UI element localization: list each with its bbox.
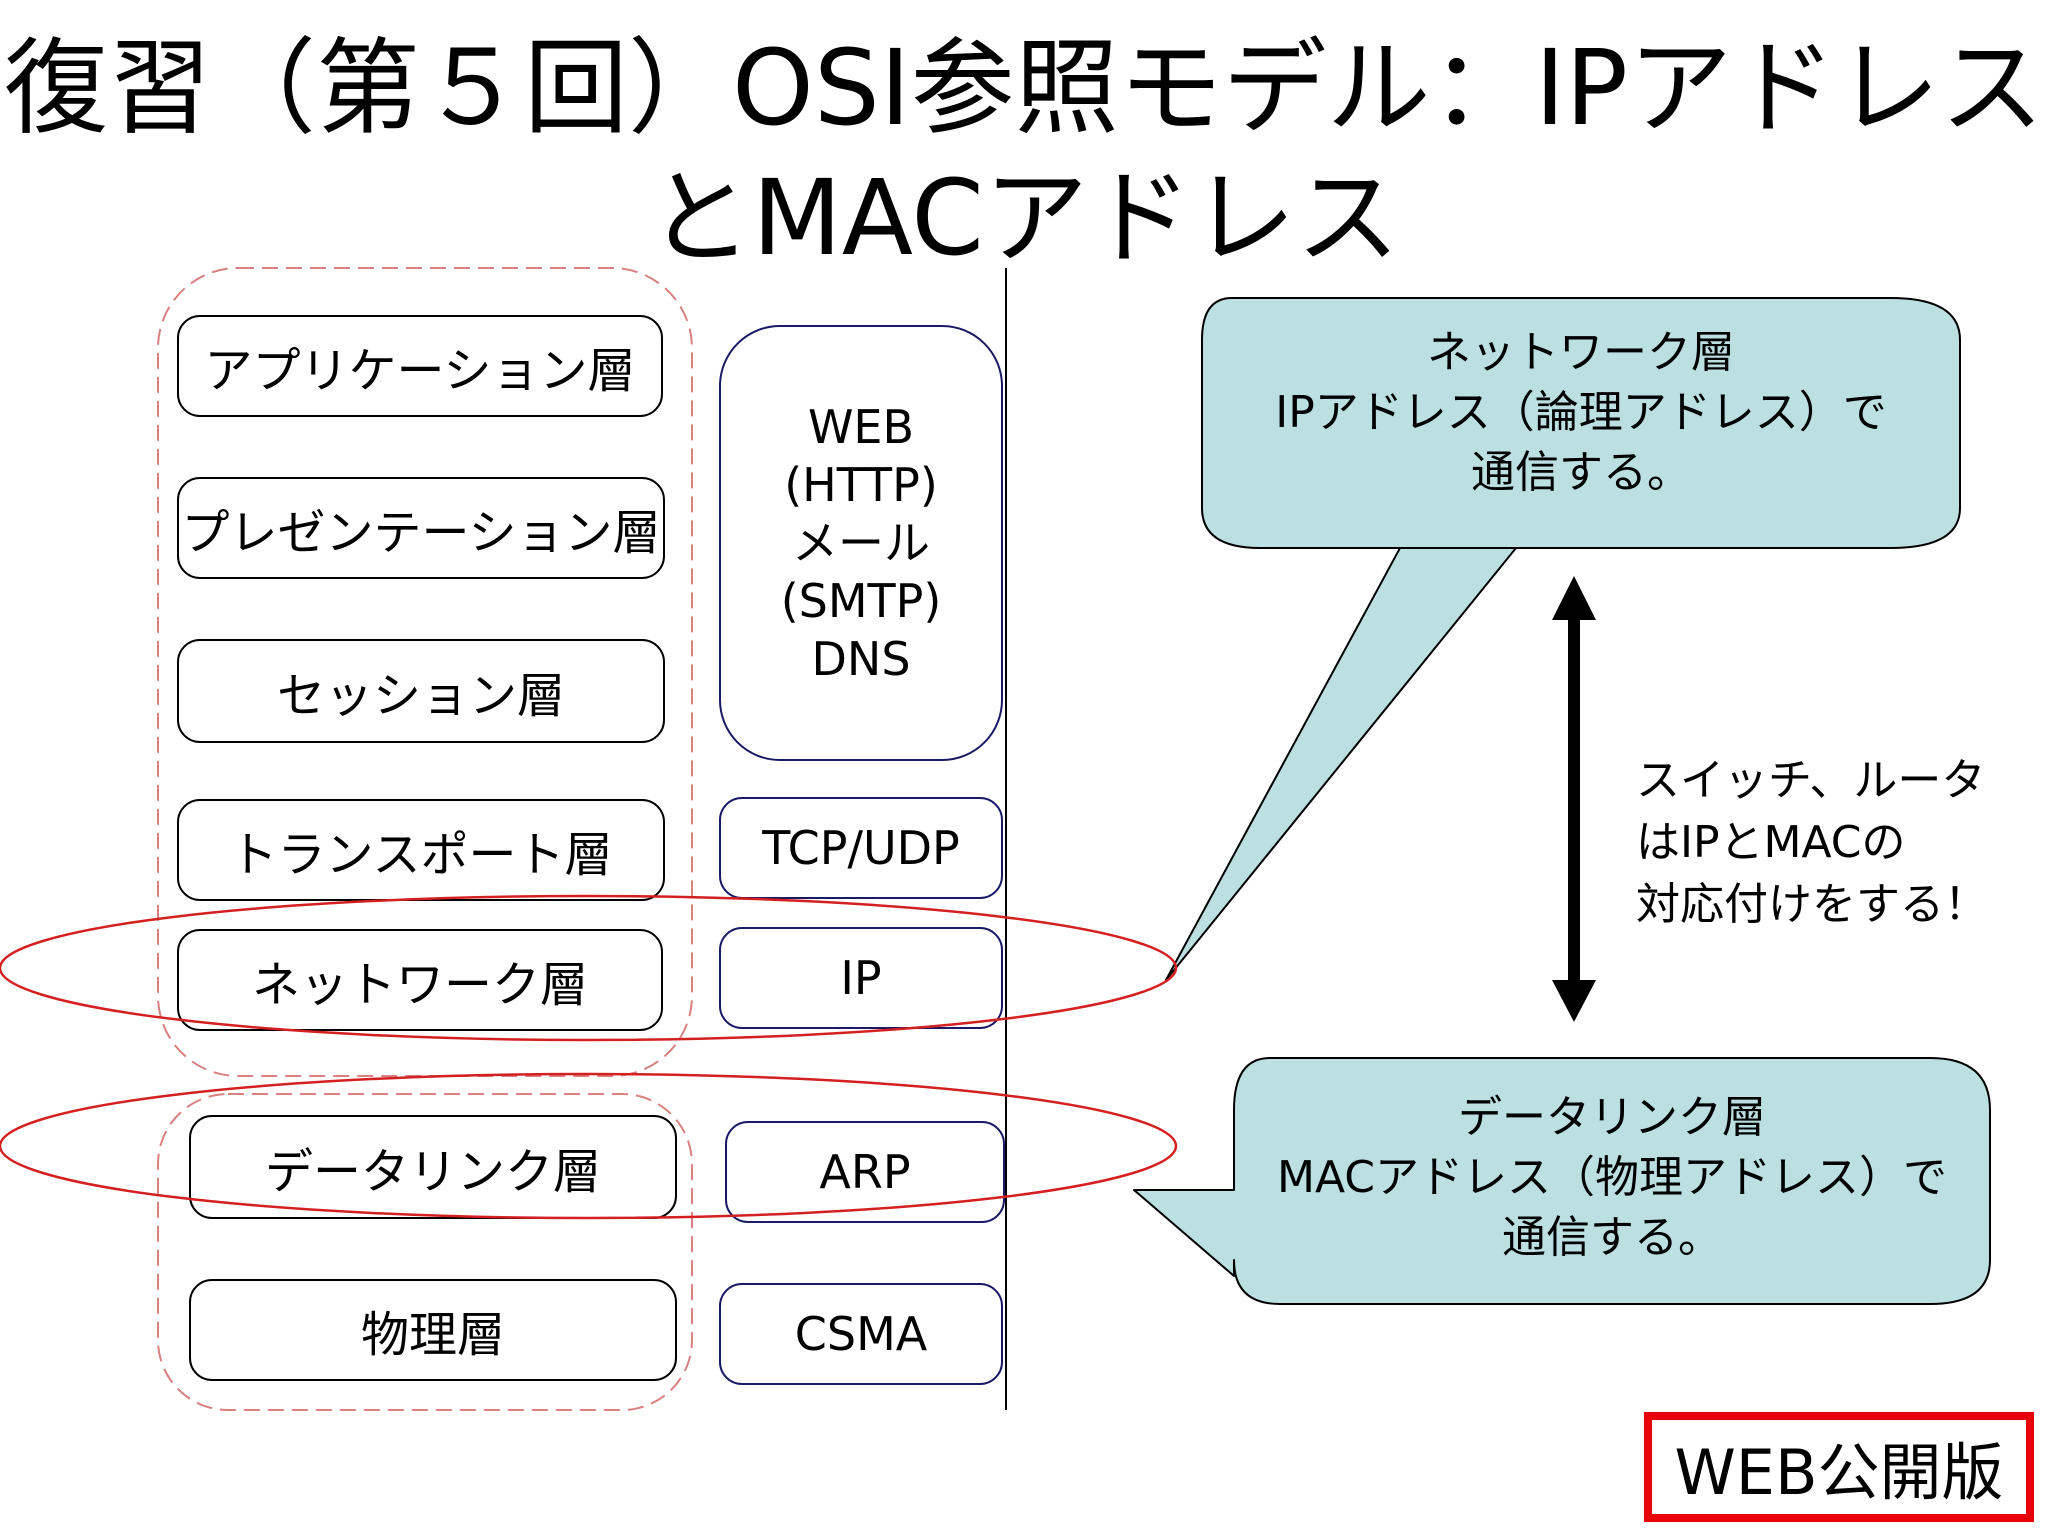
arrow-up-head-icon [1552,576,1596,620]
proto-upper-stack: WEB (HTTP) メール (SMTP) DNS [720,326,1002,760]
proto-box-transport [719,797,1003,899]
arrow-down-head-icon [1552,980,1596,1022]
proto-upper-line: DNS [811,632,911,686]
proto-label-physical: CSMA [794,1307,928,1361]
layer-box-application [177,315,663,417]
callout-network-line: IPアドレス（論理アドレス）で [1275,387,1887,438]
highlight-network-ellipse [0,894,1178,1042]
note-line: スイッチ、ルータ [1636,755,1986,806]
layer-label-transport: トランスポート層 [229,827,613,883]
layer-label-application: アプリケーション層 [204,343,636,399]
note-line: はIPとMACの [1636,817,1906,868]
lower-layers-group [157,1093,693,1411]
note-line: 対応付けをする！ [1636,879,1988,930]
proto-box-upper [719,325,1003,761]
layer-box-presentation [177,477,665,579]
web-public-badge: WEB公開版 [1644,1412,2034,1522]
proto-box-network [719,927,1003,1029]
layer-box-physical [189,1279,677,1381]
proto-upper-line: メール [792,516,930,570]
switch-router-note: スイッチ、ルータ はIPとMACの 対応付けをする！ [1636,750,1988,936]
layer-box-network [177,929,663,1031]
layer-label-network: ネットワーク層 [251,957,588,1013]
proto-upper-line: WEB [807,400,915,454]
layer-box-datalink [189,1115,677,1219]
callout-network [1165,297,1961,981]
slide-title-line2: とMACアドレス [648,157,1400,279]
callout-datalink-line: 通信する。 [1502,1212,1722,1263]
layer-box-session [177,639,665,743]
proto-box-physical [719,1283,1003,1385]
proto-label-network: IP [840,951,882,1005]
callout-network-text: ネットワーク層 IPアドレス（論理アドレス）で 通信する。 [1202,318,1960,508]
proto-label-datalink: ARP [819,1145,911,1199]
callout-datalink-text: データリンク層 MACアドレス（物理アドレス）で 通信する。 [1234,1078,1990,1278]
upper-layers-group [157,267,693,1077]
highlight-datalink-ellipse [0,1072,1178,1220]
layer-label-physical: 物理層 [360,1307,505,1363]
proto-label-transport: TCP/UDP [762,821,960,875]
layer-label-session: セッション層 [276,668,565,724]
callout-datalink [1133,1057,1991,1305]
proto-upper-line: (HTTP) [784,458,938,512]
callout-datalink-line: MACアドレス（物理アドレス）で [1276,1152,1947,1203]
layer-label-presentation: プレゼンテーション層 [181,505,661,561]
proto-upper-line: (SMTP) [780,574,942,628]
slide-title-line1: 復習（第５回）OSI参照モデル：IPアドレス [4,27,2044,149]
layer-label-datalink: データリンク層 [264,1144,601,1200]
callout-datalink-line: データリンク層 [1458,1092,1766,1143]
callout-network-line: ネットワーク層 [1427,327,1735,378]
callout-network-line: 通信する。 [1471,447,1691,498]
proto-box-datalink [725,1121,1005,1223]
